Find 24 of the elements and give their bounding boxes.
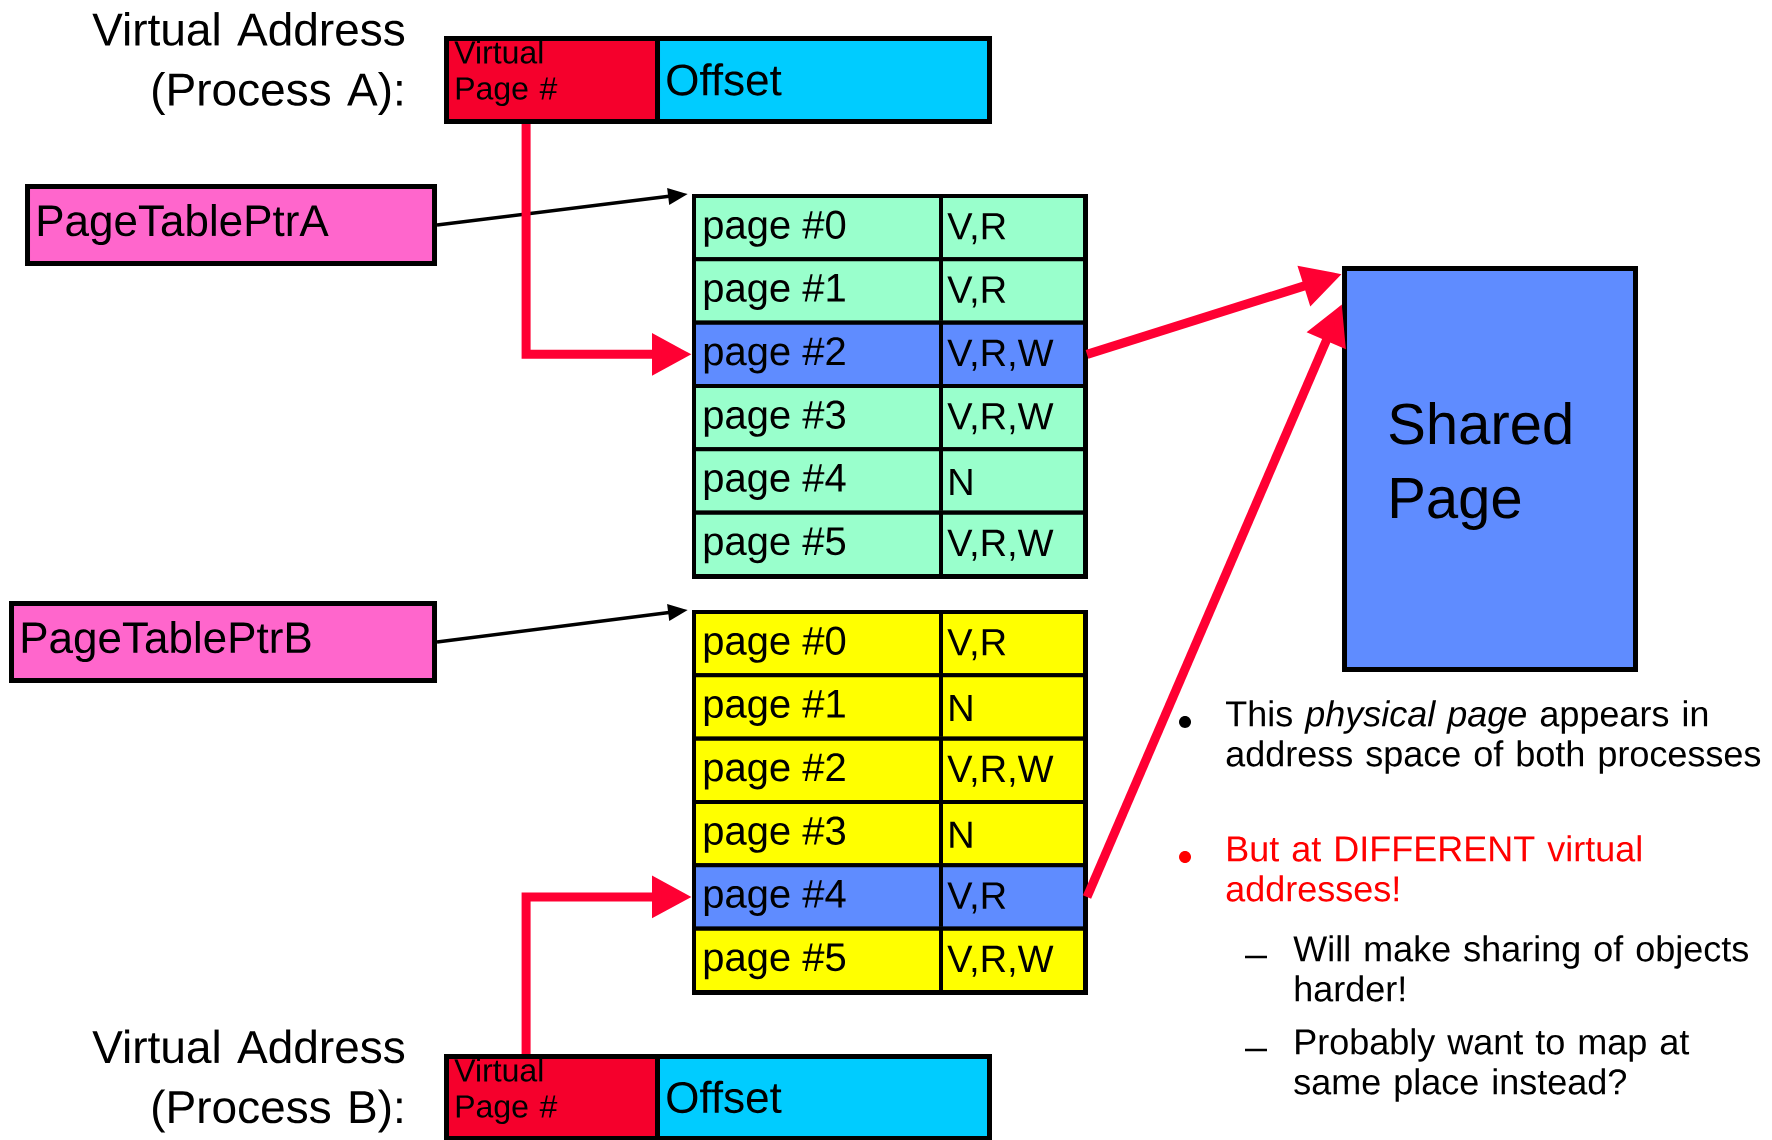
table-row: page #4 V,R	[692, 863, 1087, 931]
address-field: Virtual Page #	[444, 36, 660, 124]
table-row: page #4 N	[692, 447, 1087, 515]
bullet-text: Will make sharing of objects harder!	[1293, 935, 1748, 1002]
table-row: page #2 V,R,W	[692, 320, 1087, 388]
table-row: page #0 V,R	[692, 610, 1087, 678]
bullet-text: Probably want to map at same place instead?	[1294, 1028, 1690, 1102]
address-label: Virtual Address (Process A):	[92, 12, 405, 115]
pointer-box: PageTablePtrA	[25, 184, 437, 266]
pointer-box: PageTablePtrB	[9, 601, 437, 683]
table-row: page #5 V,R,W	[692, 926, 1087, 994]
table-row: page #0 V,R	[692, 194, 1087, 262]
bullet-text: But at DIFFERENT virtual addresses!	[1226, 835, 1641, 902]
table-row: page #3 V,R,W	[692, 384, 1087, 452]
offset-field: Offset	[655, 36, 992, 124]
offset-field: Offset	[655, 1054, 992, 1140]
table-row: page #1 V,R	[692, 257, 1087, 325]
address-label: Virtual Address (Process B):	[92, 1029, 405, 1133]
address-field: Virtual Page #	[444, 1054, 660, 1140]
shared-page-box: Shared Page	[1342, 266, 1638, 672]
table-row: page #1 N	[692, 673, 1087, 741]
table-row: page #2 V,R,W	[692, 736, 1087, 804]
table-row: page #5 V,R,W	[692, 510, 1087, 578]
table-row: page #3 N	[692, 800, 1087, 868]
